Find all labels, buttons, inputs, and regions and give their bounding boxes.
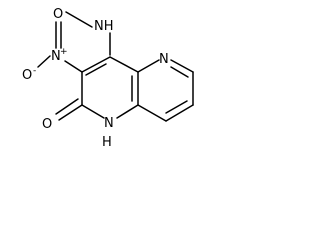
bond-c4-c3 — [81, 56, 111, 73]
bond-c2-n1 — [81, 104, 105, 119]
bond-methyl-nh — [65, 11, 93, 28]
molecule-canvas: NH N + O - O N O N H — [0, 0, 223, 162]
atom-layer: NH N + O - O N O N H — [22, 7, 169, 150]
bond-c4a-n5 — [137, 59, 160, 73]
nitro-o-label: O — [53, 7, 63, 22]
bond-n1-c8a — [116, 104, 139, 119]
bond-n5-c6-double — [170, 66, 189, 78]
bond-c8-c8a — [137, 104, 167, 122]
bond-c2-o-double — [55, 98, 79, 115]
nitro-n-charge: + — [60, 47, 68, 57]
ring-nh-n-label: N — [104, 116, 114, 131]
nitro-o-minus-charge: - — [33, 66, 36, 76]
nitro-o-minus-label: O — [22, 68, 32, 83]
bond-layer — [37, 11, 194, 122]
bond-c4a-c4 — [109, 56, 139, 73]
nitro-n-label: N — [51, 49, 61, 64]
bond-nitro-o-minus — [37, 55, 51, 68]
bond-c3-nitro — [64, 60, 83, 73]
bond-c7-c8 — [165, 104, 194, 122]
bond-c4-c3-double — [85, 63, 107, 76]
bond-c2-o — [58, 104, 83, 121]
ring-n-label: N — [159, 52, 169, 67]
structure-diagram: NH N + O - O N O N H — [22, 7, 194, 150]
bond-c7-c8-double — [165, 100, 188, 114]
amine-label: NH — [94, 19, 114, 34]
ring-nh-h-label: H — [102, 135, 112, 150]
bond-n5-c6 — [170, 59, 194, 73]
carbonyl-o-label: O — [42, 117, 52, 132]
